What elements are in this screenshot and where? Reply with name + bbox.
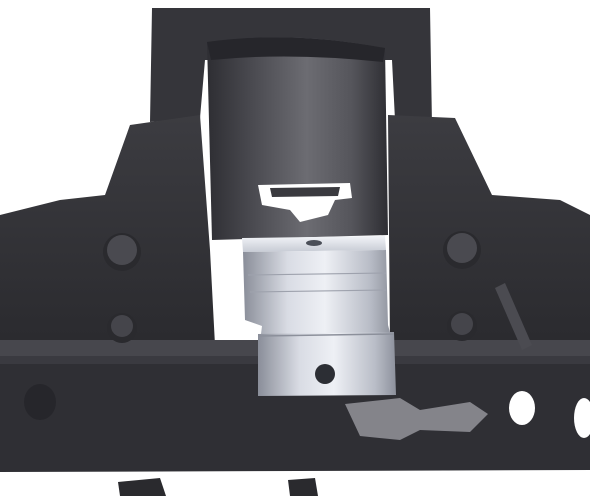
tube-inner-shadow <box>207 37 385 62</box>
mounting-bracket <box>242 236 396 396</box>
rail-scan-gap <box>345 398 488 440</box>
angled-rod <box>495 283 532 350</box>
bracket-tab-fold <box>259 333 395 337</box>
bracket-lower-tab <box>258 332 396 396</box>
bolt-head-right-upper <box>443 231 481 269</box>
bracket-bend-line-1 <box>247 272 387 276</box>
vertical-post-back <box>150 8 432 125</box>
rail-hole-left <box>24 384 56 420</box>
bolt-head-left-upper <box>103 233 141 271</box>
crossmember-rail <box>0 340 590 472</box>
bracket-curved-body <box>243 250 392 342</box>
rail-hole-right-1 <box>509 391 535 425</box>
bracket-top-hole <box>306 240 322 246</box>
right-gusset-plate <box>388 115 590 350</box>
tube-slot-inner <box>270 187 340 197</box>
frame-foot-left <box>118 478 166 496</box>
frame-foot-right <box>288 478 318 496</box>
bolt-head-right-lower <box>447 311 477 341</box>
bracket-bend-line-2 <box>249 289 387 293</box>
rail-hole-right-2 <box>574 398 590 438</box>
left-gusset-plate <box>0 115 215 350</box>
bracket-bolt-hole <box>315 364 335 384</box>
bolt-head-left-lower <box>107 313 137 343</box>
